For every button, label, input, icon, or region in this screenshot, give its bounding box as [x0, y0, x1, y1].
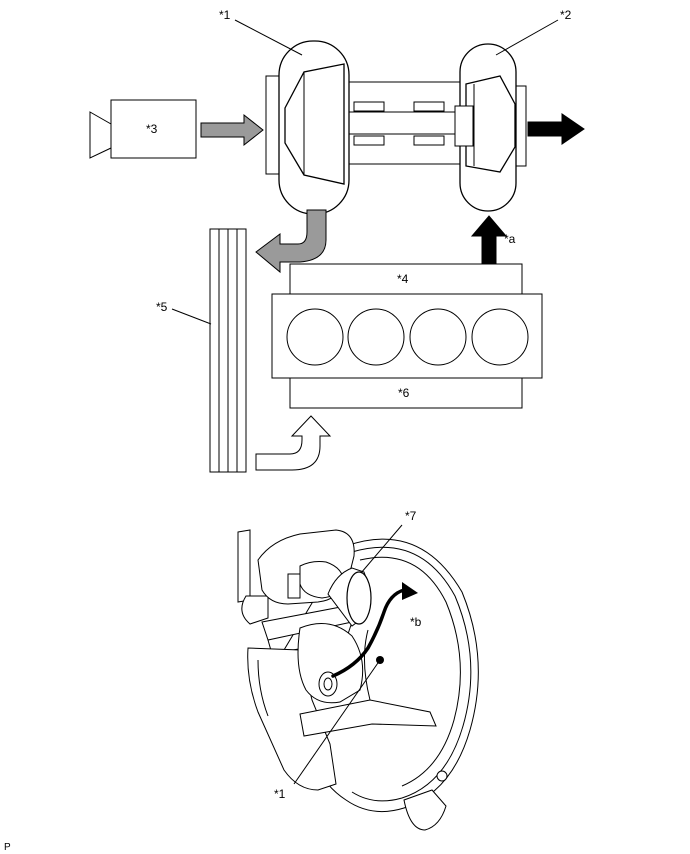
engine-block	[271, 293, 543, 379]
return-bend-arrow	[255, 415, 332, 471]
label-lower-block: *6	[398, 386, 410, 400]
label-intercooler: *5	[156, 300, 168, 314]
exhaust-up-arrow	[470, 215, 508, 265]
center-housing	[341, 81, 467, 165]
label-compressor-housing: *2	[560, 8, 572, 22]
label-air-intake-unit: *3	[146, 122, 158, 136]
compressor-housing	[454, 43, 517, 212]
leader-line-1	[234, 19, 303, 56]
leader-line-2	[495, 19, 559, 56]
turbine-housing	[278, 40, 350, 215]
lower-block	[289, 377, 523, 409]
label-turbine-housing: *1	[219, 8, 231, 22]
leader-line-7	[360, 524, 403, 574]
harness-arrowhead	[402, 582, 418, 600]
exhaust-bend-arrow	[255, 209, 327, 274]
harness-path	[331, 588, 406, 678]
label-exhaust-to-turbo: *a	[504, 232, 516, 246]
label-detail-pointer: *1	[274, 787, 286, 801]
label-detail-arrow: *b	[410, 615, 422, 629]
intercooler	[209, 228, 247, 473]
outlet-flow-arrow	[527, 113, 585, 145]
detail-illustration	[237, 529, 479, 831]
label-upper-block: *4	[397, 272, 409, 286]
footer-mark: P	[4, 842, 11, 853]
label-detail-spot: *7	[405, 509, 417, 523]
air-intake-unit	[89, 99, 197, 159]
detail-spot-ellipse	[346, 571, 372, 625]
intake-flow-arrow	[200, 113, 264, 147]
leader-line-5	[171, 308, 212, 325]
upper-block	[289, 263, 523, 295]
leader-line-detail	[293, 659, 381, 785]
